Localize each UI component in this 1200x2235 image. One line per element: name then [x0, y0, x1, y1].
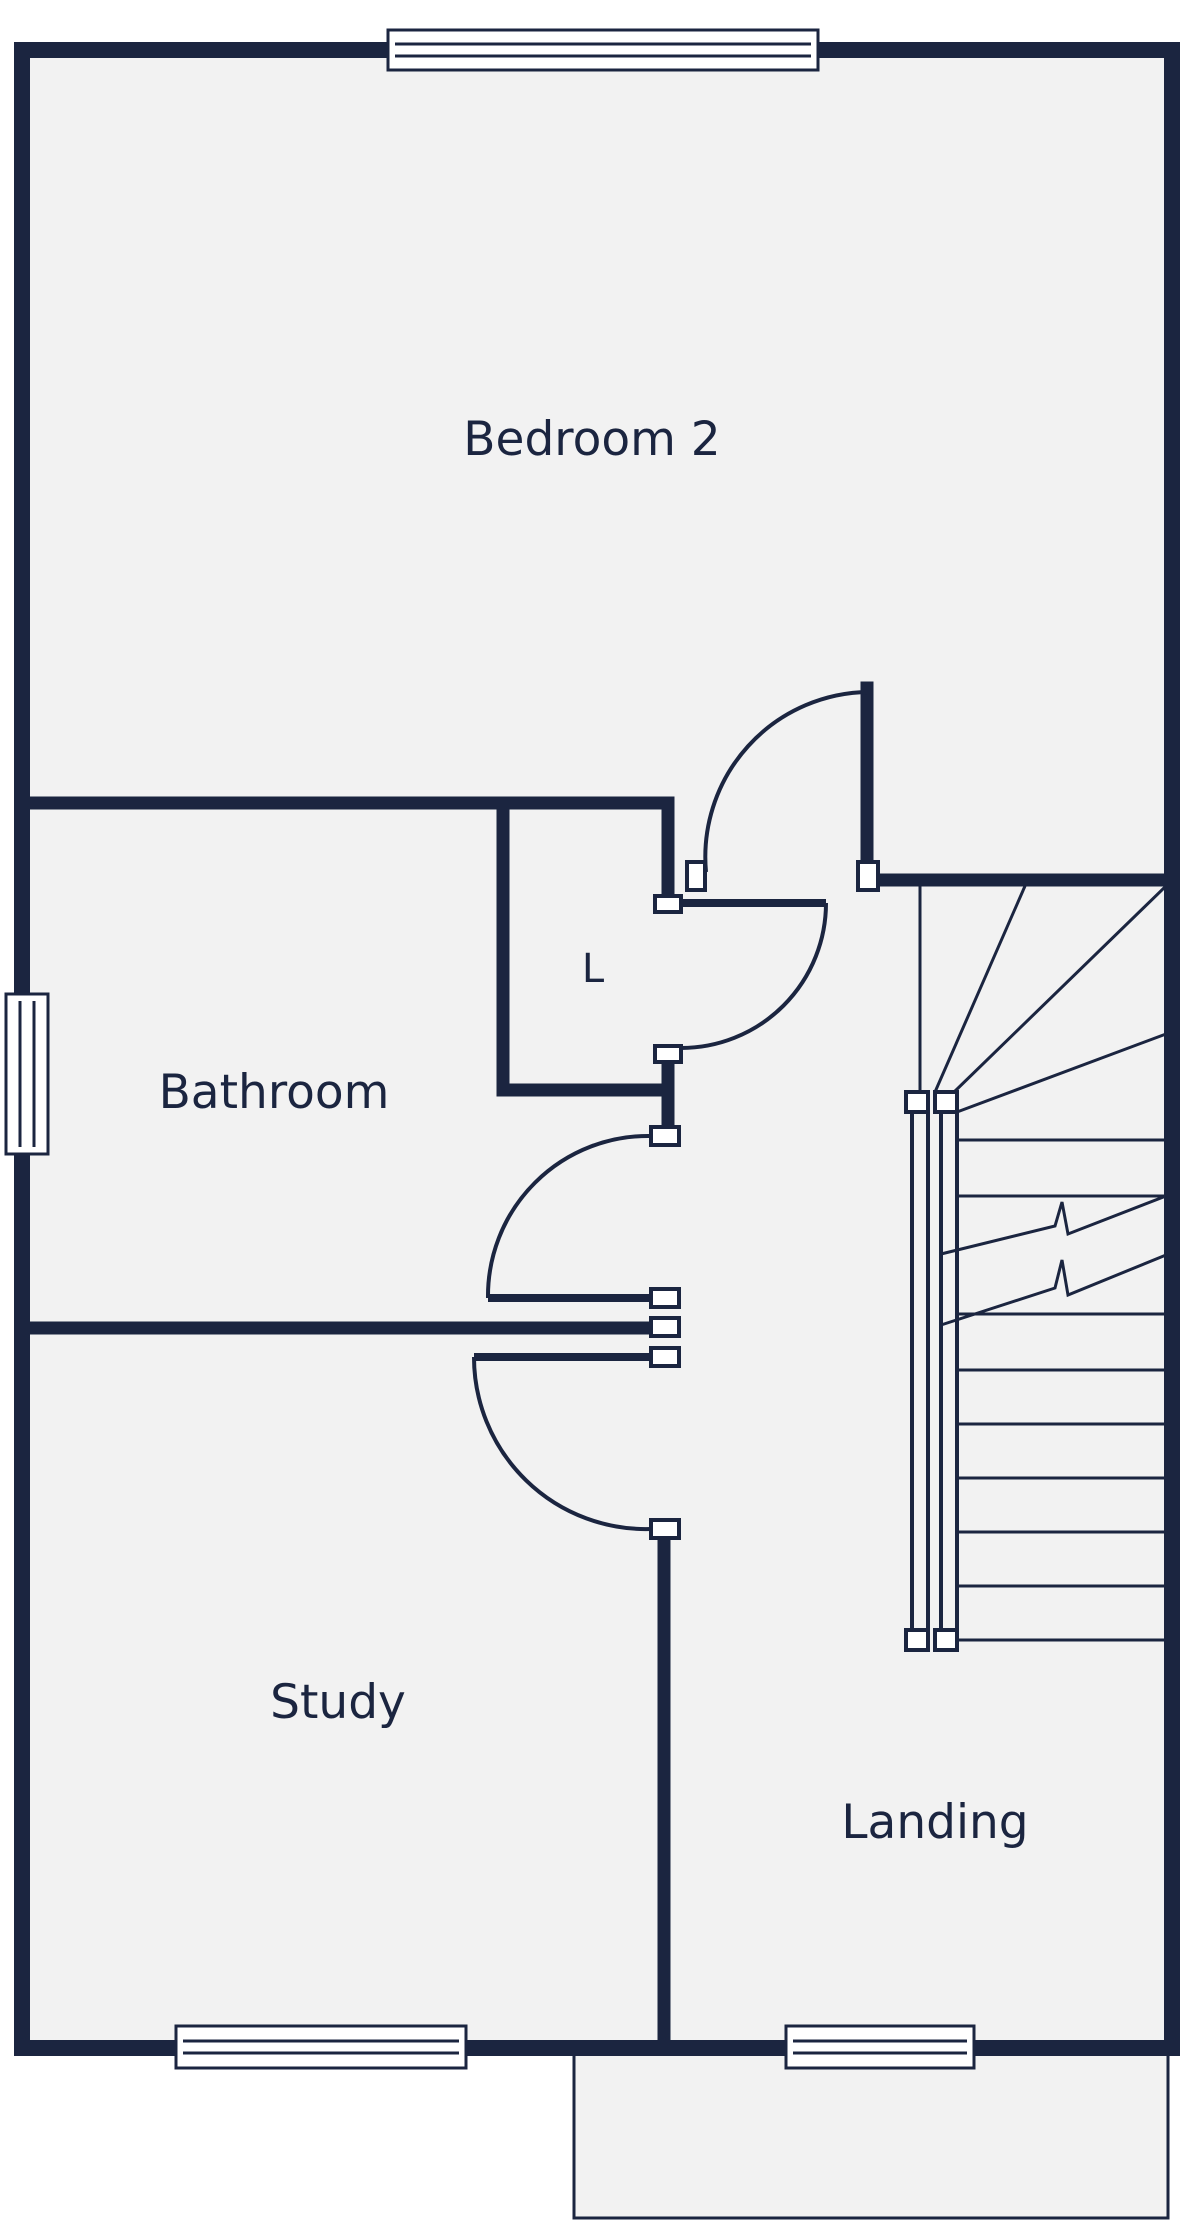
- door-bathroom: [485, 1133, 652, 1302]
- window-bedroom: [386, 28, 820, 72]
- porch-canopy: [572, 2050, 1170, 2220]
- stair-posts: [904, 1090, 959, 1652]
- room-label-study: Study: [270, 1675, 406, 1730]
- room-label-linen-cupboard: L: [582, 946, 605, 992]
- room-label-bathroom: Bathroom: [159, 1065, 390, 1120]
- window-landing: [784, 2024, 976, 2070]
- room-label-bedroom-2: Bedroom 2: [463, 412, 720, 467]
- interior-walls: [15, 681, 1179, 2055]
- room-label-landing: Landing: [841, 1795, 1028, 1850]
- doors: [472, 686, 870, 1532]
- window-study: [174, 2024, 468, 2070]
- window-bathroom: [4, 992, 50, 1156]
- door-bedroom: [703, 686, 870, 873]
- door-study: [472, 1353, 652, 1532]
- stair-treads: [918, 884, 1168, 1642]
- staircase: [904, 884, 1168, 1652]
- stair-balustrade: [910, 1102, 959, 1640]
- floor-area: [22, 50, 1172, 2048]
- door-cupboard: [680, 899, 828, 1050]
